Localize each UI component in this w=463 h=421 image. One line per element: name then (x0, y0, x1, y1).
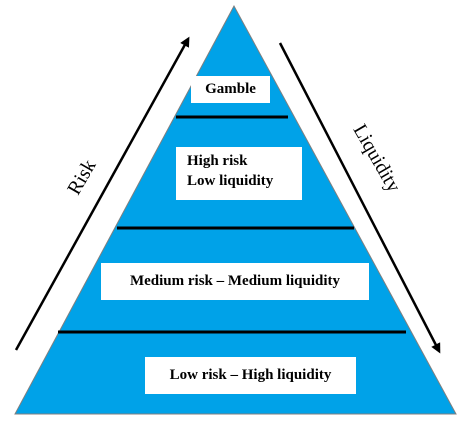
tier-gamble-label: Gamble (191, 76, 270, 103)
tier-high-risk-line-1: High risk (187, 153, 248, 169)
tier-high-risk-label: High risk Low liquidity (176, 147, 302, 200)
tier-medium-risk-label: Medium risk – Medium liquidity (101, 263, 369, 300)
pyramid-shape (14, 4, 457, 415)
tier-high-risk-line-2: Low liquidity (187, 173, 274, 189)
liquidity-arrow (278, 42, 441, 354)
tier-medium-risk-text: Medium risk – Medium liquidity (129, 273, 341, 289)
tier-low-risk-text: Low risk – High liquidity (169, 367, 332, 383)
tier-low-risk-label: Low risk – High liquidity (145, 357, 356, 394)
risk-arrow (14, 36, 190, 351)
tier-gamble-text: Gamble (205, 81, 256, 97)
